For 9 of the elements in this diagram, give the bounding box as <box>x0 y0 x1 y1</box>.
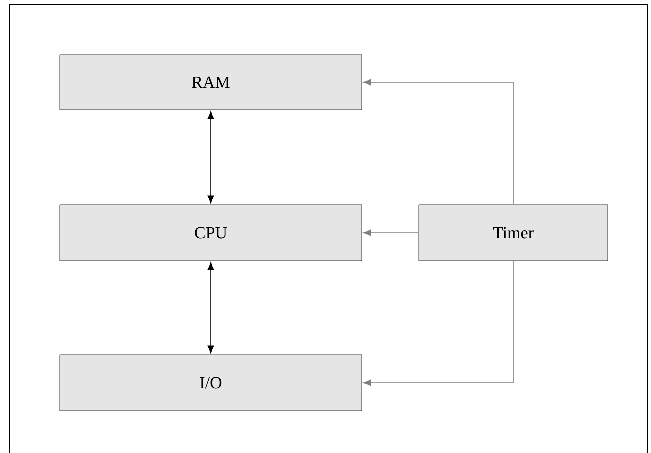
process-box: RAM <box>60 54 362 110</box>
process-box: Timer <box>418 204 608 262</box>
arrow <box>208 111 214 204</box>
arrow <box>363 79 514 206</box>
process-box: I/O <box>60 354 362 412</box>
arrow <box>208 262 214 354</box>
arrow <box>363 260 514 386</box>
arrow <box>363 230 420 236</box>
process-box: CPU <box>60 204 362 262</box>
